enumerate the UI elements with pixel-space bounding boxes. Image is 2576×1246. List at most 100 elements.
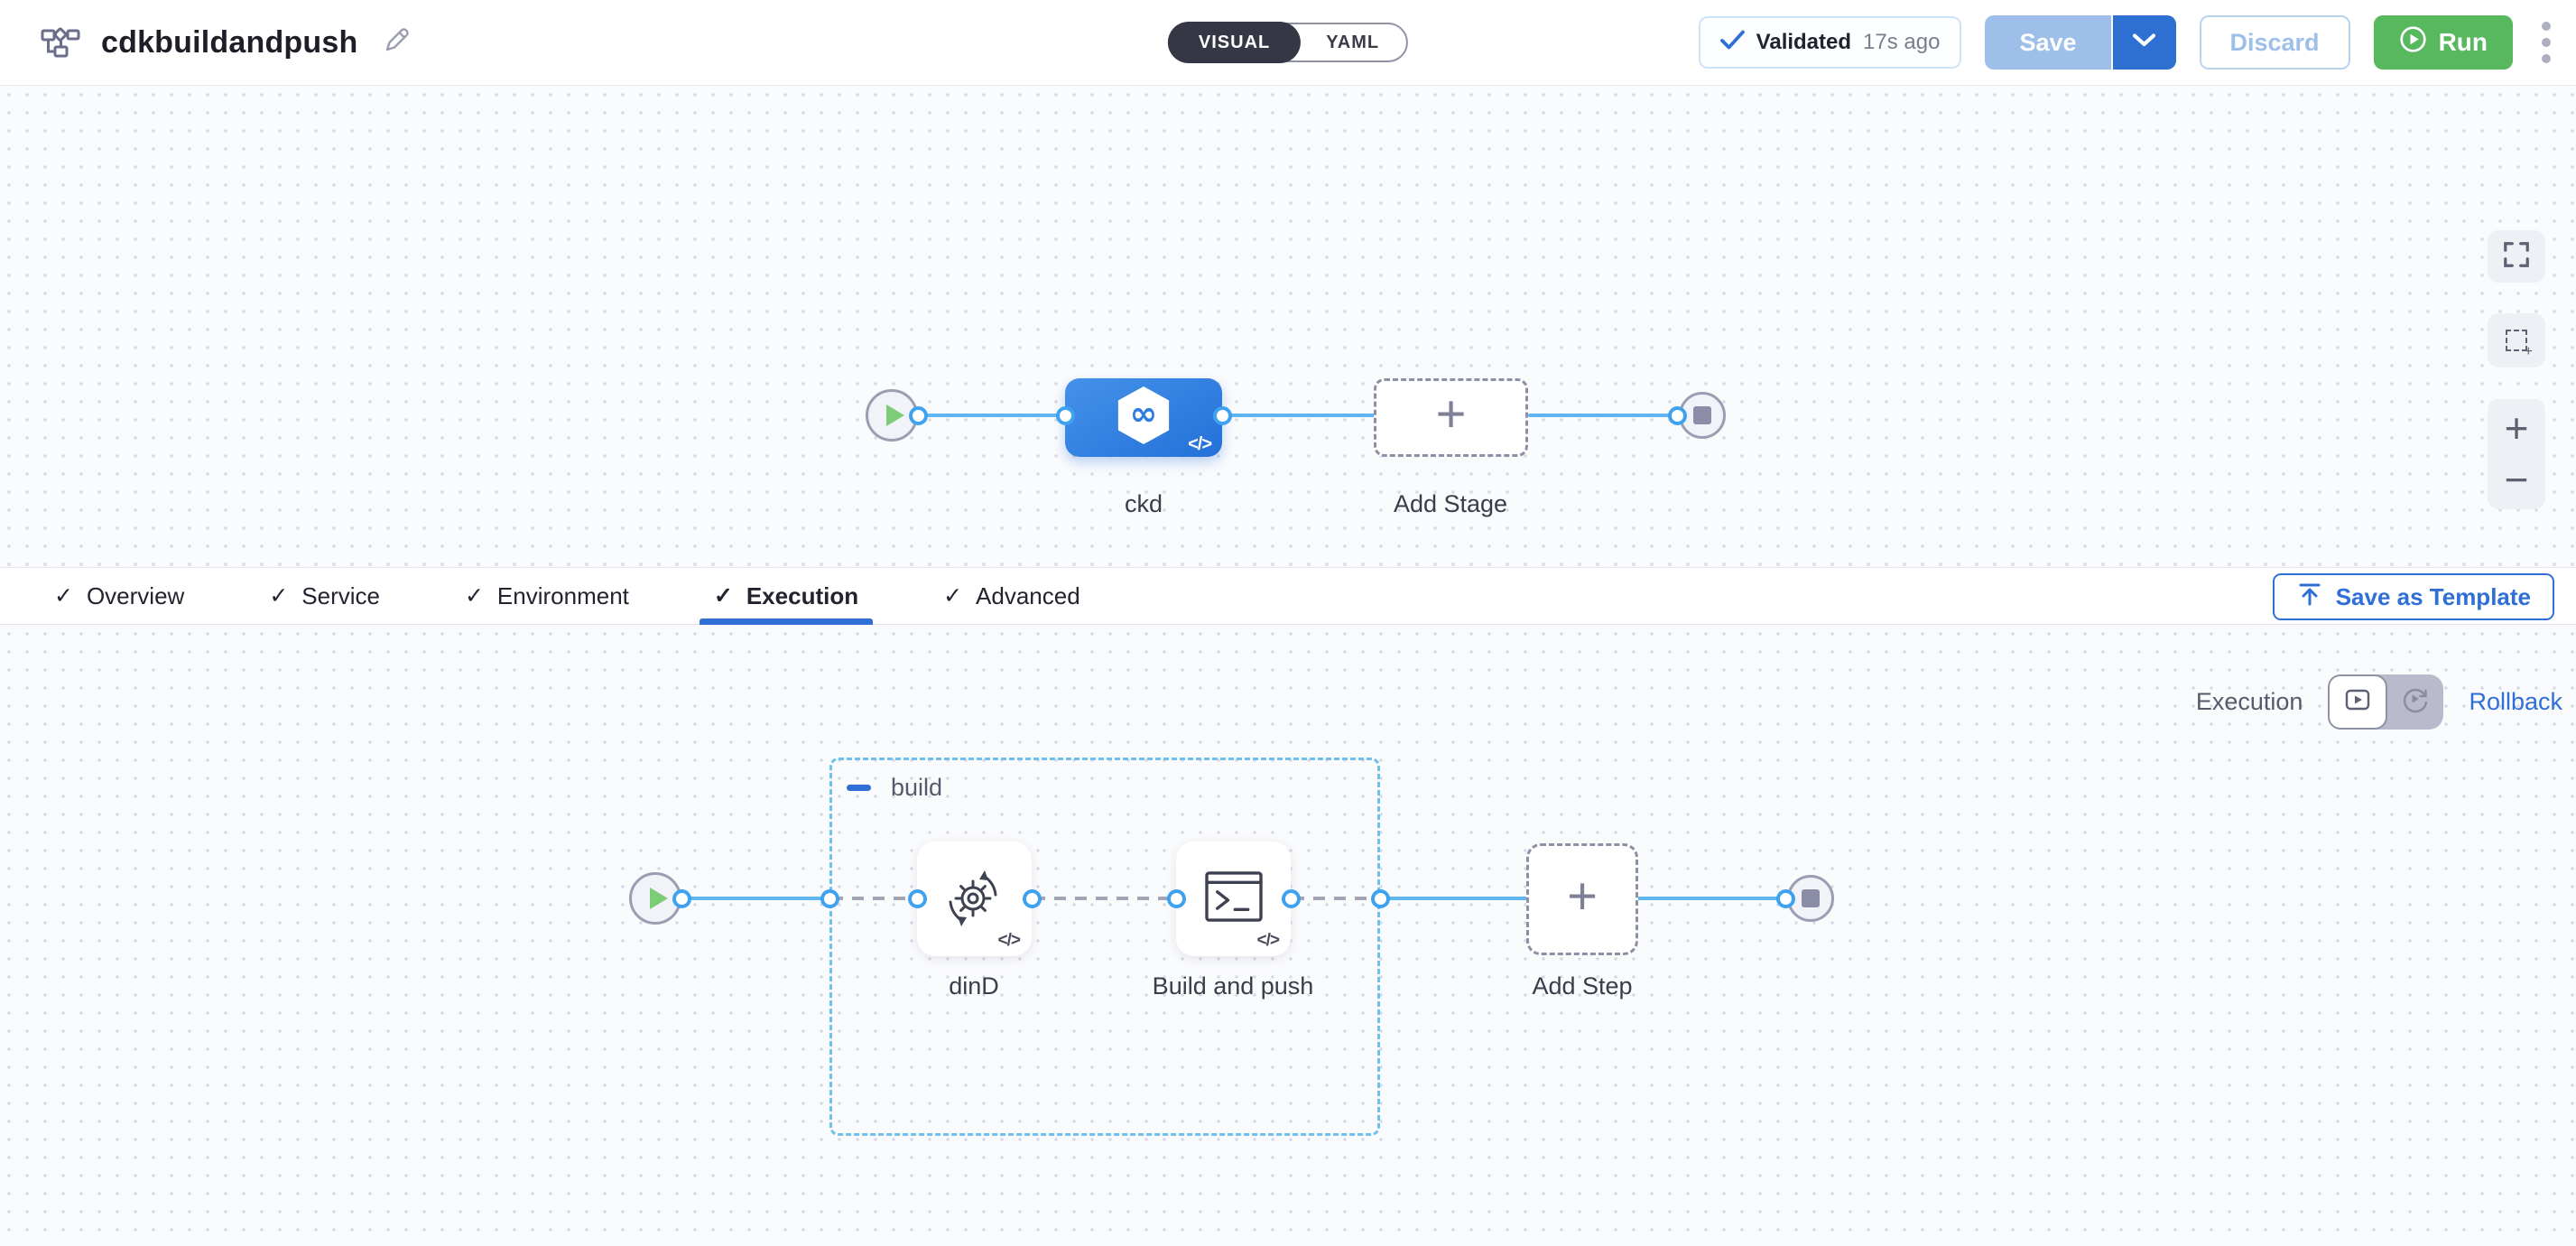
- add-stage-label: Add Stage: [1393, 490, 1508, 517]
- run-button[interactable]: Run: [2373, 15, 2513, 70]
- step-label: dinD: [949, 972, 999, 1000]
- step-node-build-and-push[interactable]: </>: [1176, 842, 1291, 956]
- edit-pencil-icon[interactable]: [381, 25, 412, 60]
- step-group-header: build: [847, 774, 942, 802]
- connector-port[interactable]: [1668, 406, 1687, 425]
- check-icon: ✓: [269, 583, 289, 609]
- tab-label: Service: [301, 581, 380, 609]
- check-icon: ✓: [54, 583, 73, 609]
- tab-label: Overview: [86, 581, 185, 609]
- connector-line: [1222, 414, 1376, 417]
- step-group-build[interactable]: [829, 758, 1380, 1136]
- connector-port[interactable]: [1023, 889, 1042, 908]
- save-split-button: Save: [1985, 15, 2176, 70]
- add-step-button[interactable]: +: [1526, 843, 1638, 955]
- zoom-controls: + −: [2488, 399, 2545, 509]
- check-icon: ✓: [713, 583, 733, 609]
- app-header: cdkbuildandpush VISUAL YAML Validated 17…: [0, 0, 2576, 86]
- collapse-group-icon[interactable]: [847, 785, 871, 791]
- view-toggle: [2328, 674, 2444, 730]
- execution-view-icon: [2343, 685, 2372, 719]
- terminal-icon: [1204, 869, 1264, 928]
- stage-canvas[interactable]: ∞ </> + ckd Add Stage + −: [0, 86, 2576, 567]
- fullscreen-icon: [2502, 240, 2531, 274]
- connector-port[interactable]: [1056, 406, 1075, 425]
- visual-toggle-option[interactable]: VISUAL: [1167, 22, 1302, 63]
- play-icon: [885, 404, 904, 426]
- connector-line: [683, 897, 831, 900]
- pipeline-icon: [40, 22, 81, 64]
- connector-port[interactable]: [908, 889, 927, 908]
- step-label: Build and push: [1152, 972, 1314, 1000]
- play-icon: [649, 888, 668, 909]
- connector-port[interactable]: [1776, 889, 1795, 908]
- connector-line: [917, 414, 1067, 417]
- save-as-template-button[interactable]: Save as Template: [2272, 573, 2554, 620]
- connector-line: [1380, 897, 1528, 900]
- code-icon[interactable]: </>: [1188, 434, 1212, 454]
- stage-label: ckd: [1124, 490, 1163, 517]
- ci-stage-icon: ∞: [1115, 384, 1172, 451]
- connector-port[interactable]: [820, 889, 839, 908]
- connector-port[interactable]: [1213, 406, 1232, 425]
- plus-icon: +: [1567, 866, 1598, 925]
- save-button[interactable]: Save: [1985, 15, 2111, 70]
- connector-port[interactable]: [1371, 889, 1390, 908]
- visual-yaml-toggle: VISUAL YAML: [1167, 22, 1409, 63]
- stage-tab-bar: ✓ Overview ✓ Service ✓ Environment ✓ Exe…: [0, 567, 2576, 625]
- connector-port[interactable]: [1282, 889, 1301, 908]
- rollback-view-option[interactable]: [2387, 674, 2443, 730]
- tab-overview[interactable]: ✓ Overview: [40, 568, 199, 624]
- execution-view-label: Execution: [2195, 688, 2303, 715]
- connector-port[interactable]: [909, 406, 928, 425]
- svg-text:∞: ∞: [1130, 395, 1158, 433]
- discard-button[interactable]: Discard: [2199, 15, 2350, 70]
- code-icon[interactable]: </>: [1256, 931, 1281, 950]
- chevron-down-icon: [2132, 33, 2156, 52]
- validated-time: 17s ago: [1863, 30, 1941, 54]
- fullscreen-button[interactable]: [2488, 230, 2545, 283]
- code-icon[interactable]: </>: [997, 931, 1022, 950]
- tab-label: Execution: [746, 581, 859, 609]
- gear-sync-icon: [943, 865, 1006, 933]
- connector-line: [1636, 897, 1778, 900]
- yaml-toggle-option[interactable]: YAML: [1326, 32, 1380, 52]
- stage-node-ckd[interactable]: ∞ </>: [1065, 378, 1222, 457]
- check-icon: ✓: [464, 583, 484, 609]
- check-icon: [1719, 30, 1745, 55]
- run-label: Run: [2438, 28, 2488, 56]
- step-group-name: build: [891, 774, 943, 801]
- plus-icon: +: [1435, 385, 1467, 444]
- tab-advanced[interactable]: ✓ Advanced: [929, 568, 1095, 624]
- header-left: cdkbuildandpush: [0, 22, 412, 64]
- execution-rollback-switch: Execution Rol: [2196, 674, 2562, 730]
- validated-label: Validated: [1756, 30, 1852, 54]
- validated-badge: Validated 17s ago: [1698, 16, 1962, 69]
- check-icon: ✓: [943, 583, 963, 609]
- add-step-label: Add Step: [1532, 972, 1633, 1000]
- add-stage-button[interactable]: +: [1374, 378, 1528, 457]
- tab-environment[interactable]: ✓ Environment: [450, 568, 644, 624]
- multi-select-button[interactable]: [2488, 313, 2545, 367]
- execution-view-option[interactable]: [2328, 674, 2388, 730]
- zoom-in-icon[interactable]: +: [2504, 404, 2529, 451]
- connector-port[interactable]: [672, 889, 691, 908]
- connector-line-dashed: [1033, 897, 1169, 900]
- page-title: cdkbuildandpush: [101, 24, 358, 60]
- tab-service[interactable]: ✓ Service: [255, 568, 394, 624]
- kebab-menu-icon[interactable]: [2536, 16, 2556, 69]
- stop-icon: [1802, 889, 1820, 907]
- execution-canvas[interactable]: Execution Rol: [0, 625, 2576, 1246]
- run-play-icon: [2399, 25, 2427, 60]
- connector-port[interactable]: [1167, 889, 1186, 908]
- rollback-view-icon: [2400, 684, 2431, 720]
- step-node-dind[interactable]: </>: [917, 842, 1032, 956]
- connector-line-dashed: [831, 897, 910, 900]
- tab-label: Advanced: [976, 581, 1080, 609]
- tab-execution[interactable]: ✓ Execution: [699, 568, 874, 625]
- save-options-button[interactable]: [2110, 15, 2176, 70]
- stop-icon: [1693, 406, 1711, 424]
- rollback-link[interactable]: Rollback: [2469, 688, 2562, 715]
- header-actions: Validated 17s ago Save Discard Run: [1698, 15, 2576, 70]
- zoom-out-icon[interactable]: −: [2504, 456, 2529, 504]
